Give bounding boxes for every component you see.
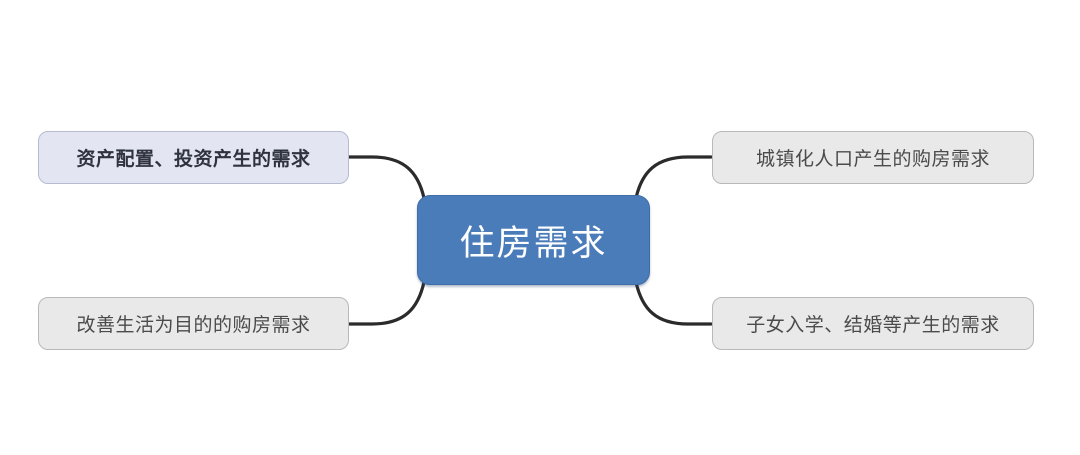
branch-node-label: 资产配置、投资产生的需求 xyxy=(76,149,311,170)
branch-node-label: 改善生活为目的的购房需求 xyxy=(76,315,311,336)
branch-node-label: 城镇化人口产生的购房需求 xyxy=(755,149,990,170)
branch-node-asset-allocation[interactable]: 资产配置、投资产生的需求 xyxy=(38,131,349,184)
branch-node-urbanization[interactable]: 城镇化人口产生的购房需求 xyxy=(712,131,1034,184)
connector-root-to-schooling-marriage xyxy=(634,280,713,326)
connector-root-to-urbanization xyxy=(634,155,713,200)
branch-node-label: 子女入学、结婚等产生的需求 xyxy=(746,315,1000,336)
connector-root-to-life-improvement xyxy=(347,280,426,326)
branch-node-life-improvement[interactable]: 改善生活为目的的购房需求 xyxy=(38,297,349,350)
root-node-label: 住房需求 xyxy=(459,223,608,263)
branch-node-schooling-marriage[interactable]: 子女入学、结婚等产生的需求 xyxy=(712,297,1034,350)
root-node-housing-demand[interactable]: 住房需求 xyxy=(417,195,650,285)
connector-root-to-asset-allocation xyxy=(347,155,426,200)
